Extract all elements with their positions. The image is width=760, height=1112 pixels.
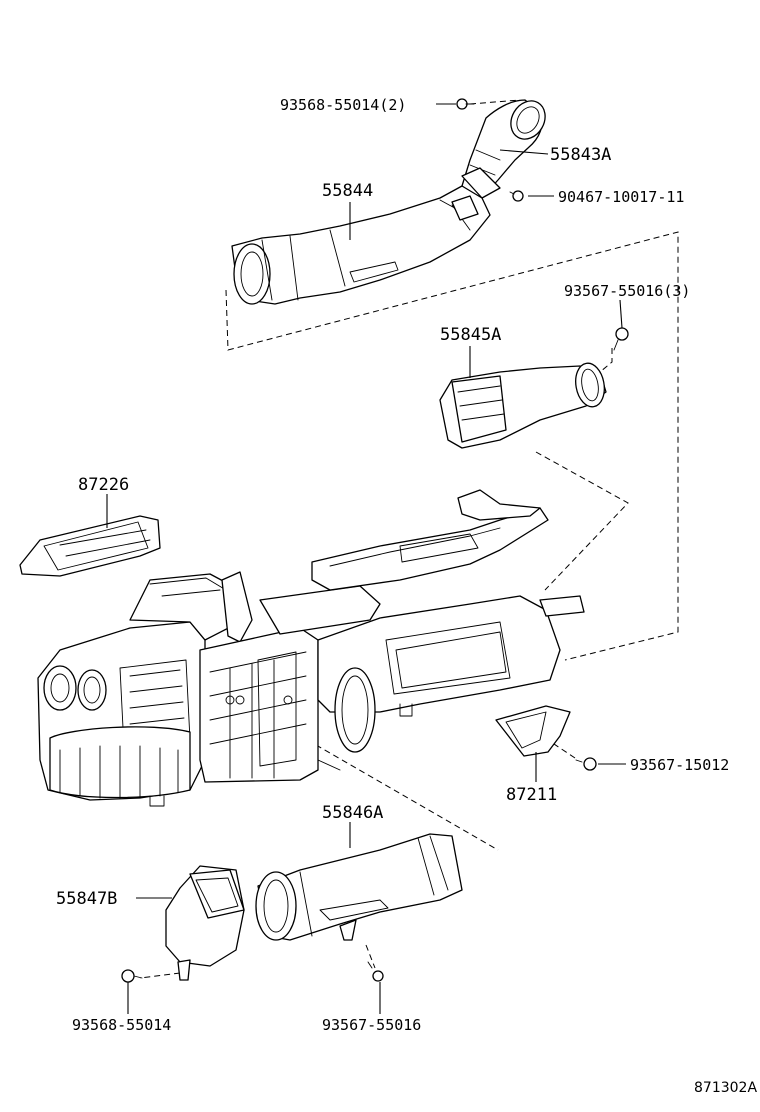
label-93567-55016-3[interactable]: 93567-55016(3) [564,282,690,300]
screw-icon [509,190,524,202]
screw-icon [613,327,629,351]
label-93567-15012[interactable]: 93567-15012 [630,756,729,774]
part-87211-cover[interactable] [495,705,571,757]
label-55846a[interactable]: 55846A [322,803,383,823]
bolt-icon [121,969,143,983]
part-55846a-lower-duct[interactable] [255,833,463,941]
label-55845a[interactable]: 55845A [440,325,501,345]
part-55847b-duct[interactable] [165,865,245,981]
diagram-reference-code: 871302A [694,1080,757,1096]
assembly-dashed-lines [139,99,679,979]
leader-lines [106,103,626,1014]
part-labels: 93568-55014(2) 55843A 90467-10017-11 558… [56,96,757,1096]
label-93568-55014[interactable]: 93568-55014 [72,1016,171,1034]
part-55844-upper-duct[interactable] [231,185,491,305]
label-93568-55014-2[interactable]: 93568-55014(2) [280,96,406,114]
screw-icon [575,757,597,771]
part-87226-filter[interactable] [19,515,161,577]
label-55843a[interactable]: 55843A [550,145,611,165]
bolt-icon [456,98,475,110]
label-93567-55016[interactable]: 93567-55016 [322,1016,421,1034]
label-90467-10017-11[interactable]: 90467-10017-11 [558,188,684,206]
label-87211[interactable]: 87211 [506,785,557,805]
part-55845a-center-duct[interactable] [439,361,608,449]
hvac-unit-assembly[interactable] [37,489,585,807]
label-55844[interactable]: 55844 [322,181,373,201]
label-55847b[interactable]: 55847B [56,889,117,909]
part-55843a-elbow-duct[interactable] [461,95,552,201]
label-87226[interactable]: 87226 [78,475,129,495]
fasteners [121,98,629,983]
screw-icon [367,961,384,982]
